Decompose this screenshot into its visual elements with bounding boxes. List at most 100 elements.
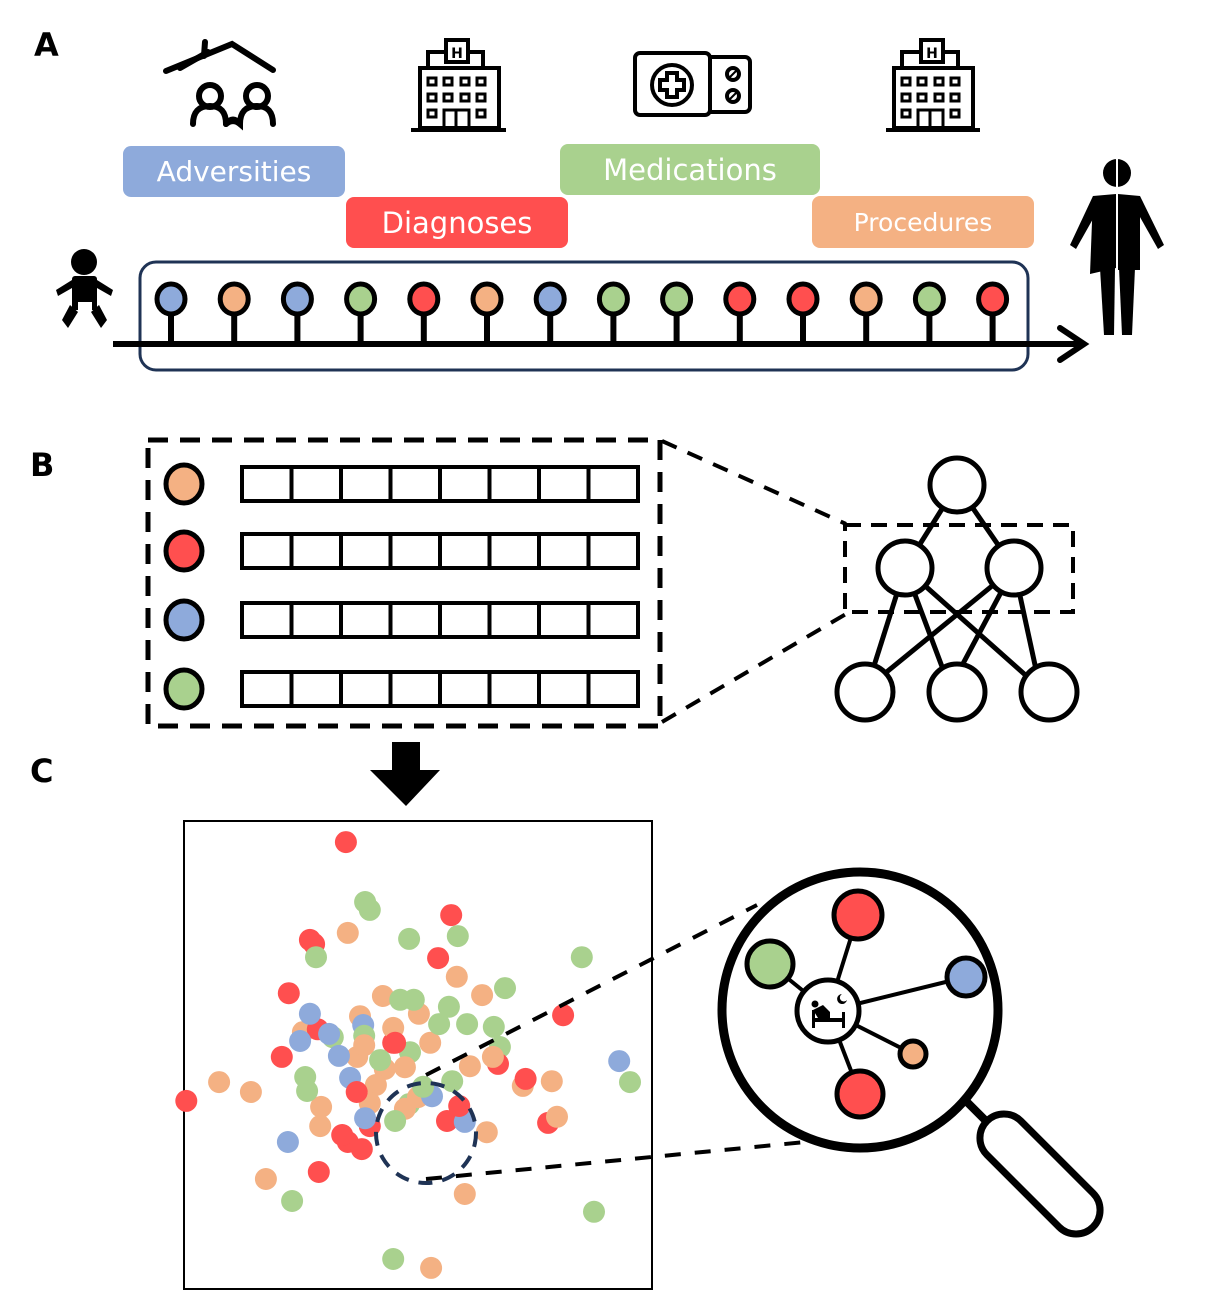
scatter-point-medications bbox=[482, 1015, 505, 1038]
nn-output-node bbox=[927, 455, 987, 515]
category-procedures: Procedures bbox=[812, 196, 1034, 248]
scatter-point-medications bbox=[619, 1071, 641, 1094]
pill-pack-icon bbox=[633, 51, 752, 117]
scatter-point-medications bbox=[296, 1080, 319, 1102]
down-arrow-icon bbox=[370, 742, 440, 806]
embedding-cell bbox=[438, 532, 492, 570]
scatter-point-procedures bbox=[353, 1034, 376, 1057]
neighbor-node-diagnoses bbox=[834, 1068, 886, 1120]
embedding-cell bbox=[438, 465, 492, 503]
timeline-event-medications bbox=[344, 281, 378, 344]
scatter-point-medications bbox=[437, 995, 460, 1018]
scatter-point-procedures bbox=[208, 1071, 231, 1094]
magnify-connector-top bbox=[425, 903, 758, 1077]
timeline-arrowhead bbox=[1057, 325, 1090, 363]
scatter-point-adversities bbox=[298, 1002, 321, 1025]
embedding-cell bbox=[487, 670, 541, 708]
timeline-frame bbox=[138, 260, 1030, 372]
category-adversities: Adversities bbox=[123, 146, 345, 197]
nn-hidden-node bbox=[875, 538, 935, 598]
scatter-point-diagnoses bbox=[334, 831, 357, 854]
embedding-cell bbox=[339, 601, 393, 639]
timeline-event-diagnoses bbox=[407, 281, 441, 344]
scatter-point-medications bbox=[382, 1248, 405, 1270]
scatter-point-procedures bbox=[420, 1256, 443, 1279]
scatter-point-procedures bbox=[471, 984, 494, 1007]
timeline-event-diagnoses bbox=[723, 281, 757, 344]
scatter-point-adversities bbox=[289, 1030, 312, 1052]
embedding-cell bbox=[388, 601, 442, 639]
nn-input-node bbox=[926, 661, 988, 723]
scatter-point-diagnoses bbox=[552, 1004, 575, 1027]
timeline-event-adversities bbox=[533, 281, 567, 344]
scatter-point-medications bbox=[570, 946, 593, 969]
scatter-point-medications bbox=[456, 1013, 479, 1036]
embedding-cell bbox=[487, 601, 541, 639]
embedding-cell bbox=[388, 670, 442, 708]
embedding-cell bbox=[240, 670, 294, 708]
scatter-point-diagnoses bbox=[350, 1138, 373, 1161]
panel-label-b: B bbox=[30, 446, 55, 484]
zoom-connector-top bbox=[661, 439, 847, 526]
scatter-point-medications bbox=[428, 1013, 451, 1036]
embedding-row-diagnoses bbox=[163, 529, 640, 573]
scatter-point-procedures bbox=[254, 1168, 277, 1190]
neighbor-node-adversities bbox=[944, 955, 988, 999]
embedding-cell bbox=[537, 532, 591, 570]
timeline-event-diagnoses bbox=[976, 281, 1010, 344]
hospital-icon: H bbox=[886, 38, 980, 132]
embedding-cell bbox=[487, 532, 541, 570]
category-marker bbox=[163, 462, 205, 506]
magnifying-glass-icon bbox=[717, 867, 1104, 1238]
embedding-cell bbox=[438, 670, 492, 708]
timeline-event-medications bbox=[912, 281, 946, 344]
scatter-point-procedures bbox=[540, 1070, 563, 1093]
adult-person-icon bbox=[1070, 155, 1164, 335]
embedding-cell bbox=[388, 465, 442, 503]
scatter-point-procedures bbox=[239, 1081, 262, 1103]
scatter-point-procedures bbox=[371, 985, 394, 1007]
embedding-rows bbox=[163, 462, 640, 711]
panel-label-c: C bbox=[30, 752, 54, 790]
scatter-point-medications bbox=[354, 891, 377, 913]
nn-input-node bbox=[834, 661, 896, 723]
scatter-point-procedures bbox=[419, 1031, 442, 1054]
scatter-point-medications bbox=[305, 946, 327, 969]
nn-input-node bbox=[1018, 661, 1080, 723]
category-marker bbox=[163, 598, 205, 642]
embedding-cell bbox=[586, 532, 640, 570]
embedding-cell bbox=[339, 532, 393, 570]
timeline-events bbox=[154, 281, 1010, 344]
scatter-point-diagnoses bbox=[514, 1067, 537, 1090]
scatter-point-diagnoses bbox=[384, 1031, 407, 1054]
scatter-point-medications bbox=[412, 1075, 435, 1098]
scatter-point-procedures bbox=[393, 1056, 416, 1079]
embedding-cell bbox=[289, 670, 343, 708]
svg-text:H: H bbox=[926, 46, 938, 62]
embedding-cell bbox=[289, 601, 343, 639]
scatter-point-diagnoses bbox=[298, 928, 321, 951]
embedding-cell bbox=[487, 465, 541, 503]
scatter-point-procedures bbox=[336, 921, 359, 944]
embedding-cell bbox=[537, 670, 591, 708]
scatter-point-diagnoses bbox=[175, 1089, 198, 1112]
category-diagnoses: Diagnoses bbox=[346, 197, 568, 248]
timeline-event-procedures bbox=[849, 281, 883, 344]
nn-hidden-node bbox=[984, 538, 1044, 598]
scatter-point-procedures bbox=[310, 1095, 333, 1118]
sleeping-person-bed-icon bbox=[794, 977, 862, 1045]
scatter-point-medications bbox=[281, 1190, 304, 1212]
scatter-point-procedures bbox=[309, 1115, 332, 1138]
scatter-point-adversities bbox=[276, 1131, 299, 1153]
focus-circle bbox=[374, 1081, 478, 1185]
neighbor-node-medications bbox=[744, 938, 796, 990]
scatter-point-diagnoses bbox=[270, 1045, 293, 1068]
embedding-cell bbox=[339, 465, 393, 503]
scatter-point-medications bbox=[441, 1070, 464, 1093]
category-marker bbox=[163, 667, 205, 711]
scatter-point-diagnoses bbox=[331, 1124, 354, 1146]
embedding-cell bbox=[586, 601, 640, 639]
neighbor-node-procedures bbox=[897, 1038, 929, 1070]
scatter-point-procedures bbox=[546, 1105, 568, 1128]
